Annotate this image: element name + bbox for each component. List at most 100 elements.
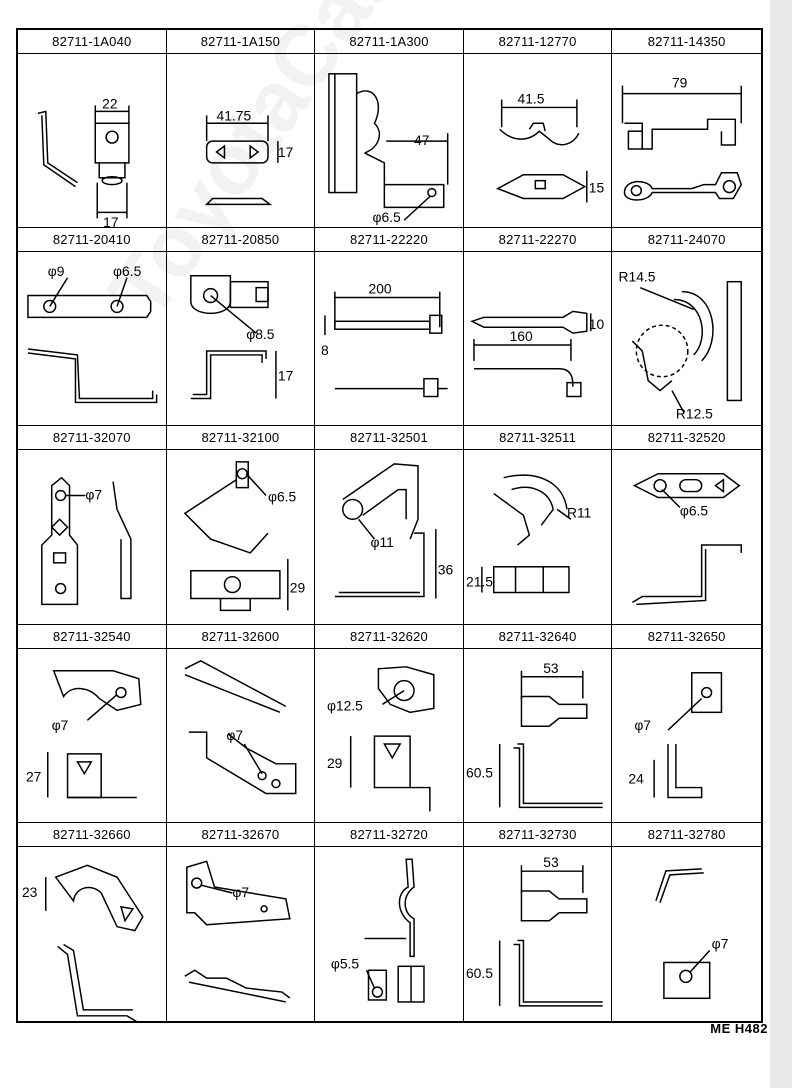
dim-label: 200 [369,281,392,297]
part-drawing: 23 [18,847,166,1021]
dim-label: R14.5 [619,269,656,285]
part-drawing: φ11 36 [315,450,463,623]
part-number: 82711-20410 [18,228,166,253]
dim-label: 15 [589,180,605,196]
part-number: 82711-32520 [612,426,761,451]
dim-label: 27 [26,768,41,784]
part-number: 82711-14350 [612,30,761,54]
part-cell: 82711-32100 φ6.5 29 [166,426,316,625]
part-drawing: 41.5 15 [464,54,612,227]
part-cell: 82711-32670 φ7 [166,822,316,1021]
part-number: 82711-24070 [612,228,761,253]
part-drawing: φ6.5 29 [167,450,315,623]
part-cell: 82711-24070 R14.5 R12.5 [612,228,761,427]
part-cell: 82711-20850 φ8.5 17 [166,228,316,427]
part-number: 82711-1A150 [166,30,315,54]
dim-label: φ7 [52,717,69,733]
part-number: 82711-32511 [463,426,612,451]
part-drawing: 79 [612,54,761,227]
part-cell: 82711-32070 φ7 [18,426,167,625]
part-cell: 82711-32540 φ7 27 [18,624,167,823]
part-cell: 82711-32511 R11 21.5 [463,426,613,625]
part-cell: 82711-32720 φ5.5 [315,822,464,1021]
dim-label: R12.5 [676,405,713,421]
dim-label: 29 [289,580,305,596]
part-number: 82711-32730 [463,823,612,847]
part-drawing: φ7 [167,847,315,1021]
part-cell: 82711-22270 160 10 [463,228,613,427]
dim-label: φ5.5 [331,955,360,971]
part-drawing: 160 10 [464,252,612,425]
parts-grid: 82711-1A040 22 17 82711-1A150 [18,30,761,1021]
part-cell: 82711-32660 23 [18,822,167,1021]
part-drawing: φ7 [167,649,315,822]
part-number: 82711-32600 [166,625,315,649]
dim-label: φ7 [635,717,652,733]
part-drawing: 53 60.5 [464,847,612,1021]
part-number: 82711-12770 [463,30,612,54]
drawing-code: ME H482 [710,1021,768,1036]
part-cell: 82711-32600 φ7 [166,624,316,823]
part-cell: 82711-1A150 41.75 17 [166,30,316,229]
dim-label: 29 [327,754,343,770]
part-number: 82711-22220 [315,228,463,253]
dim-label: φ7 [226,727,243,743]
part-cell: 82711-12770 41.5 15 [463,30,613,229]
part-number: 82711-32100 [166,426,315,451]
dim-label: φ7 [232,884,249,900]
dim-label: φ9 [48,263,65,279]
part-drawing: φ5.5 [315,847,463,1021]
part-number: 82711-32620 [315,625,463,649]
part-number: 82711-32540 [18,625,166,649]
part-cell: 82711-20410 φ9 φ6.5 [18,228,167,427]
part-drawing: φ7 27 [18,649,166,822]
dim-label: φ12.5 [327,697,363,713]
parts-sheet: 82711-1A040 22 17 82711-1A150 [16,28,763,1023]
dim-label: 17 [278,368,293,384]
dim-label: 10 [589,316,605,332]
part-drawing: R14.5 R12.5 [612,252,761,425]
part-drawing: φ12.5 29 [315,649,463,822]
dim-label: 160 [509,328,532,344]
part-cell: 82711-22220 200 8 [315,228,464,427]
dim-label: 60.5 [466,965,493,981]
dim-label: 23 [22,884,38,900]
part-cell: 82711-32501 φ11 36 [315,426,464,625]
part-drawing: φ9 φ6.5 [18,252,166,425]
dim-label: 8 [321,342,329,358]
dim-label: 53 [543,659,559,675]
dim-label: 22 [102,95,117,111]
dim-label: 21.5 [466,574,493,590]
part-drawing: R11 21.5 [464,450,612,623]
part-cell: 82711-14350 79 [612,30,761,229]
part-cell: 82711-32780 φ7 [612,823,761,1021]
dim-label: 60.5 [466,764,493,780]
dim-label: 41.75 [216,107,251,123]
dim-label: 53 [543,854,559,870]
dim-label: 17 [103,214,118,227]
dim-label: φ6.5 [680,503,709,519]
dim-label: φ8.5 [246,326,275,342]
part-number: 82711-32501 [315,426,463,451]
dim-label: 41.5 [517,90,544,106]
part-number: 82711-32720 [315,823,463,847]
part-number: 82711-32070 [18,426,166,451]
part-cell: 82711-32520 φ6.5 [612,426,761,625]
dim-label: φ6.5 [373,209,402,225]
dim-label: φ6.5 [268,489,297,505]
part-drawing: 47 φ6.5 [315,54,463,227]
right-margin-strip [770,0,792,1088]
part-drawing: φ6.5 [612,450,761,623]
part-drawing: φ7 24 [612,649,761,822]
part-drawing: 200 8 [315,252,463,425]
dim-label: 36 [438,562,454,578]
part-number: 82711-32660 [18,823,166,847]
part-cell: 82711-1A040 22 17 [18,30,167,229]
part-cell: 82711-32640 53 60.5 [463,624,613,823]
dim-label: φ11 [371,534,395,550]
part-number: 82711-1A040 [18,30,166,54]
part-number: 82711-32640 [463,625,612,649]
dim-label: 17 [278,144,293,160]
dim-label: R11 [567,505,592,521]
part-cell: 82711-32730 53 60.5 [463,822,613,1021]
